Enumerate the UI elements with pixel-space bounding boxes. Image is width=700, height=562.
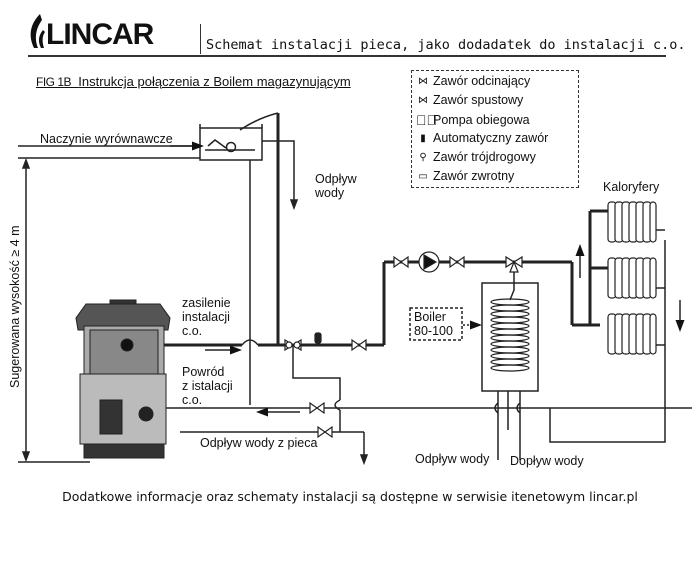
legend-item: ▶⃝ Pompa obiegowa	[416, 112, 530, 128]
shutoff-valve	[393, 255, 409, 269]
water-out-label: Odpływ wody	[415, 452, 490, 466]
radiators-label: Kaloryfery	[603, 180, 660, 194]
circulation-pump	[418, 251, 440, 273]
figure-label: FIG 1B	[36, 75, 72, 89]
height-note: Sugerowana wysokość ≥ 4 m	[8, 225, 22, 389]
expansion-vessel-label: Naczynie wyrównawcze	[40, 132, 173, 146]
water-in-label: Dopływ wody	[510, 454, 584, 468]
figure-caption: Instrukcja połączenia z Boilem magazynuj…	[78, 74, 351, 89]
shutoff-valve	[317, 425, 333, 439]
radiator	[607, 201, 657, 243]
header-separator	[200, 24, 201, 54]
radiator	[607, 257, 657, 299]
legend-box: ⋈ Zawór odcinający ⋈ Zawór spustowy ▶⃝ P…	[411, 70, 579, 188]
flame-logo-icon	[30, 14, 45, 48]
check-valve-icon: ▭	[418, 170, 428, 182]
legend-label: Pompa obiegowa	[433, 113, 530, 127]
legend-item: ⋈ Zawór odcinający	[416, 74, 530, 88]
shutoff-valve	[309, 401, 325, 415]
legend-label: Zawór trójdrogowy	[433, 150, 536, 164]
legend-item: ⋈ Zawór spustowy	[416, 93, 523, 107]
shutoff-valve	[449, 255, 465, 269]
legend-item: ⚲ Zawór trójdrogowy	[416, 150, 536, 164]
drain-valve	[284, 338, 302, 352]
boiler-coil	[490, 298, 530, 372]
drain-valve-icon: ⋈	[418, 94, 428, 106]
automatic-air-valve	[314, 332, 322, 344]
footer-note: Dodatkowe informacje oraz schematy insta…	[62, 489, 638, 504]
boiler-tank	[481, 282, 539, 392]
shutoff-valve	[351, 338, 367, 352]
legend-item: ▭ Zawór zwrotny	[416, 169, 514, 183]
furnace	[75, 299, 171, 459]
header-rule	[28, 55, 666, 57]
brand-logo: LINCAR	[46, 18, 154, 51]
shutoff-valve-icon: ⋈	[418, 75, 428, 87]
legend-label: Zawór zwrotny	[433, 169, 515, 183]
legend-label: Zawór spustowy	[433, 93, 524, 107]
automatic-valve-icon: ▮	[420, 132, 426, 144]
legend-label: Automatyczny zawór	[433, 131, 549, 145]
page-title: Schemat instalacji pieca, jako dodadatek…	[206, 37, 686, 53]
legend-item: ▮ Automatyczny zawór	[416, 131, 548, 145]
three-way-valve	[505, 255, 523, 273]
figure-title: FIG 1B Instrukcja połączenia z Boilem ma…	[36, 74, 351, 89]
three-way-valve-icon: ⚲	[419, 151, 427, 163]
radiator	[607, 313, 657, 355]
legend-label: Zawór odcinający	[433, 74, 531, 88]
furnace-drain-label: Odpływ wody z pieca	[200, 436, 318, 450]
